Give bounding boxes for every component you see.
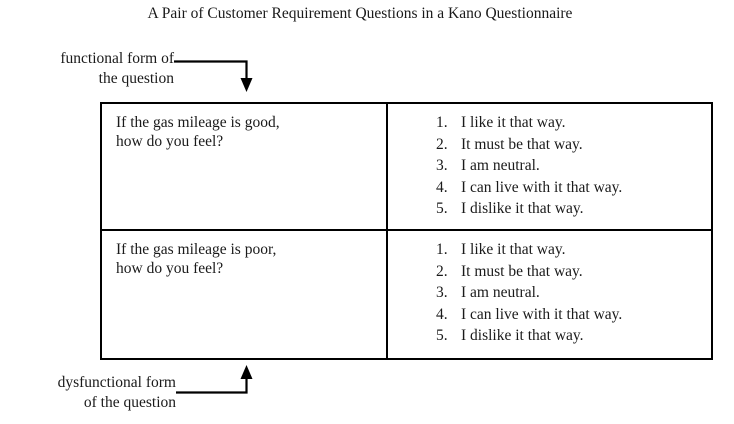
answers-cell-functional: 1. I like it that way. 2. It must be tha… <box>388 104 711 229</box>
question-dysfunctional-line2: how do you feel? <box>116 260 224 277</box>
question-functional-line1: If the gas mileage is good, <box>116 114 280 131</box>
annotation-dysfunctional-line2: of the question <box>83 394 176 411</box>
answer-number: 3. <box>436 284 448 301</box>
question-dysfunctional-line1: If the gas mileage is poor, <box>116 241 277 258</box>
answer-label: I like it that way. <box>461 114 566 131</box>
answer-number: 4. <box>436 305 448 323</box>
leader-arrow-functional <box>174 60 253 92</box>
list-item[interactable]: 4. I can live with it that way. <box>436 304 711 326</box>
annotation-dysfunctional-line1: dysfunctional form <box>57 374 176 391</box>
answer-number: 5. <box>436 200 448 217</box>
answer-number: 1. <box>436 114 448 131</box>
list-item[interactable]: 2. It must be that way. <box>436 134 711 156</box>
answer-label: I dislike it that way. <box>461 327 584 344</box>
table-row-dysfunctional: If the gas mileage is poor, how do you f… <box>102 231 711 358</box>
answer-label: It must be that way. <box>461 135 583 153</box>
list-item[interactable]: 5. I dislike it that way. <box>436 325 711 347</box>
figure-title: A Pair of Customer Requirement Questions… <box>147 5 573 22</box>
list-item[interactable]: 1. I like it that way. <box>436 239 711 261</box>
answer-label: I can live with it that way. <box>461 178 623 196</box>
list-item[interactable]: 4. I can live with it that way. <box>436 177 711 199</box>
answer-label: I am neutral. <box>461 284 540 301</box>
answer-number: 2. <box>436 135 448 153</box>
question-cell-dysfunctional: If the gas mileage is poor, how do you f… <box>102 231 388 358</box>
answer-number: 3. <box>436 157 448 174</box>
annotation-functional-line2: the question <box>98 70 174 87</box>
question-cell-functional: If the gas mileage is good, how do you f… <box>102 104 388 229</box>
list-item[interactable]: 3. I am neutral. <box>436 155 711 177</box>
answer-number: 2. <box>436 262 448 280</box>
answers-list-dysfunctional: 1. I like it that way. 2. It must be tha… <box>388 239 711 347</box>
annotation-dysfunctional-form: dysfunctional form of the question <box>0 373 176 413</box>
table-row-functional: If the gas mileage is good, how do you f… <box>102 104 711 231</box>
question-functional-line2: how do you feel? <box>116 133 224 150</box>
answer-number: 5. <box>436 327 448 344</box>
list-item[interactable]: 3. I am neutral. <box>436 282 711 304</box>
list-item[interactable]: 5. I dislike it that way. <box>436 198 711 220</box>
list-item[interactable]: 2. It must be that way. <box>436 261 711 283</box>
list-item[interactable]: 1. I like it that way. <box>436 112 711 134</box>
answer-label: I dislike it that way. <box>461 200 584 217</box>
answer-number: 1. <box>436 241 448 258</box>
kano-question-table: If the gas mileage is good, how do you f… <box>100 102 713 360</box>
answer-label: It must be that way. <box>461 262 583 280</box>
answer-number: 4. <box>436 178 448 196</box>
answers-cell-dysfunctional: 1. I like it that way. 2. It must be tha… <box>388 231 711 358</box>
answers-list-functional: 1. I like it that way. 2. It must be tha… <box>388 112 711 220</box>
annotation-functional-form: functional form of the question <box>0 49 174 89</box>
answer-label: I like it that way. <box>461 241 566 258</box>
answer-label: I am neutral. <box>461 157 540 174</box>
answer-label: I can live with it that way. <box>461 305 623 323</box>
leader-arrow-dysfunctional <box>176 365 253 394</box>
annotation-functional-line1: functional form of <box>60 50 174 67</box>
